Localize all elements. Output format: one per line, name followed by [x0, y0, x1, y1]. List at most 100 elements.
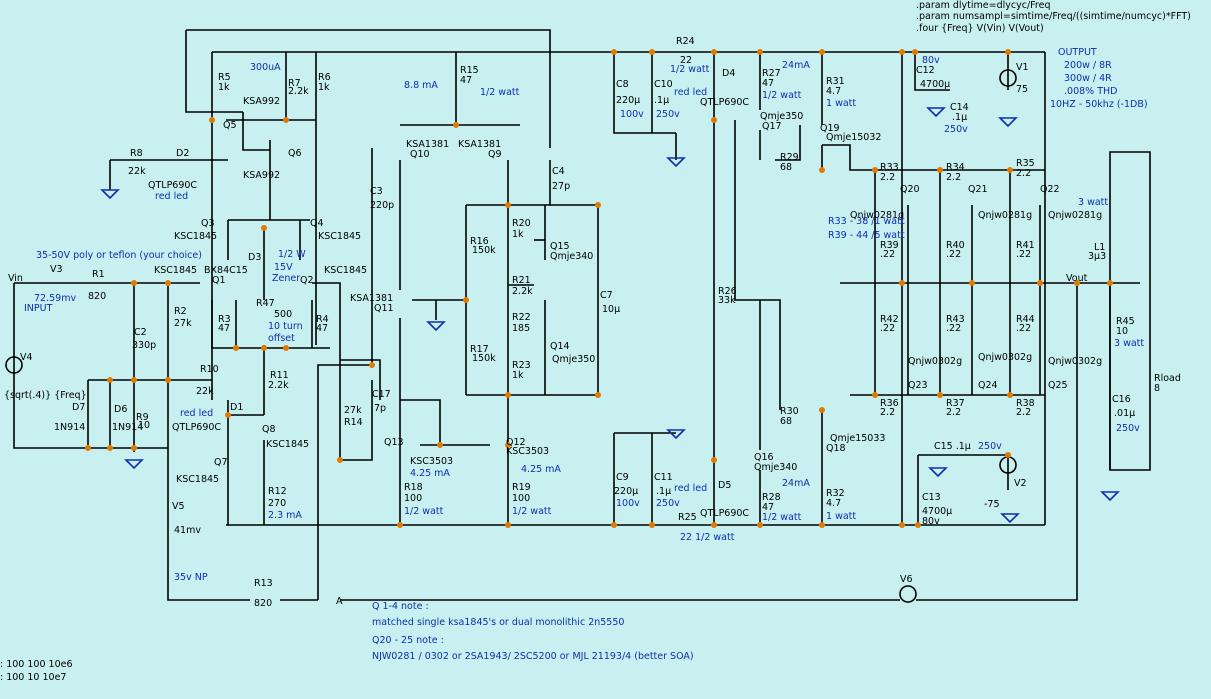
label-hw6: 1/2 watt	[762, 512, 802, 523]
label-qnjw2: Qnjw0281g	[978, 210, 1032, 221]
label-r14: R14	[344, 417, 363, 428]
label-r38: R38	[1016, 398, 1035, 409]
label-c3v: 220p	[370, 200, 394, 211]
label-r35v: 2.2	[1016, 168, 1031, 179]
label-hw5: 1/2 watt	[762, 90, 802, 101]
label-r12: R12	[268, 486, 287, 497]
label-c16v: .01µ	[1114, 408, 1135, 419]
label-rload: Rload	[1154, 373, 1181, 384]
label-r33v: 2.2	[880, 172, 895, 183]
label-r8v: 22k	[128, 166, 146, 177]
label-r1v: 820	[88, 291, 106, 302]
label-i23: 2.3 mA	[268, 510, 302, 521]
spec-line-3: .008% THD	[1064, 86, 1117, 97]
label-r34v: 2.2	[946, 172, 961, 183]
label-q3: Q3	[201, 218, 215, 229]
label-r44: R44	[1016, 314, 1035, 325]
label-c12c: 4700µ	[920, 79, 950, 90]
label-r34: R34	[946, 162, 965, 173]
label-r2: R2	[174, 306, 187, 317]
label-q16: Q16	[754, 452, 774, 463]
label-c7v: 10µ	[602, 304, 620, 315]
label-q24: Q24	[978, 380, 998, 391]
label-c14w: 250v	[944, 124, 968, 135]
label-d6v: 1N914	[112, 422, 143, 433]
corner-line-1: : 100 100 10e6	[0, 659, 73, 670]
label-np: 35v NP	[174, 572, 208, 583]
note-q20-title: Q20 - 25 note :	[372, 635, 444, 646]
label-r25: R25	[678, 512, 697, 523]
spec-line-1: 200w / 8R	[1064, 60, 1112, 71]
label-r31v: 4.7	[826, 86, 841, 97]
label-v2v: -75	[984, 499, 1000, 510]
label-c16w: 250v	[1116, 423, 1140, 434]
label-r25v: 22 1/2 watt	[680, 532, 735, 543]
label-r12v: 270	[268, 498, 286, 509]
label-r4v: 47	[316, 323, 328, 334]
label-q19v: Qmje15032	[826, 132, 881, 143]
wires	[13, 29, 1151, 601]
label-c11w: 250v	[656, 498, 680, 509]
label-q4: Q4	[310, 218, 324, 229]
label-r45v: 10	[1116, 326, 1128, 337]
label-r30v: 68	[780, 416, 792, 427]
label-r19v: 100	[512, 493, 530, 504]
label-i24a: 24mA	[782, 60, 810, 71]
label-r26: R26	[718, 286, 737, 297]
spec-line-4: 10HZ - 50khz (-1DB)	[1050, 99, 1148, 110]
junction-dots	[85, 49, 1113, 528]
label-r24v: 22	[680, 55, 692, 66]
label-q8: Q8	[262, 424, 276, 435]
label-r45: R45	[1116, 316, 1135, 327]
label-r2v: 27k	[174, 318, 192, 329]
label-r6: R6	[318, 72, 331, 83]
label-r13: R13	[254, 578, 273, 589]
label-c8: C8	[616, 79, 629, 90]
label-c10: C10	[654, 79, 673, 90]
label-vin: Vin	[8, 273, 23, 284]
label-r42: R42	[880, 314, 899, 325]
label-r41: R41	[1016, 240, 1035, 251]
label-hw2: 1/2 watt	[404, 506, 444, 517]
label-r16: R16	[470, 236, 489, 247]
label-r20: R20	[512, 218, 531, 229]
label-qnjw3: Qnjw0281g	[1048, 210, 1102, 221]
label-r23v: 1k	[512, 370, 524, 381]
label-v3: V3	[50, 264, 63, 275]
label-q18v: Qmje15033	[830, 433, 885, 444]
label-q23: Q23	[908, 380, 928, 391]
label-q16v: Qmje340	[754, 462, 797, 473]
label-ksa1381c: KSA1381	[350, 293, 393, 304]
label-d6: D6	[114, 404, 127, 415]
label-r23: R23	[512, 360, 531, 371]
label-r47n1: 10 turn	[268, 321, 303, 332]
label-d5v: QTLP690C	[700, 508, 749, 519]
label-d1c: red led	[180, 408, 213, 419]
spec-block: OUTPUT 200w / 8R 300w / 4R .008% THD 10H…	[1050, 47, 1148, 110]
label-v4: V4	[20, 352, 33, 363]
label-r26v: 33k	[718, 295, 736, 306]
label-q10: Q10	[410, 149, 430, 160]
label-c8w: 100v	[620, 109, 644, 120]
label-ksc1845d: KSC1845	[324, 265, 367, 276]
label-r21: R21	[512, 275, 531, 286]
label-r6v: 1k	[318, 82, 330, 93]
label-w250: 250v	[978, 441, 1002, 452]
label-r3v: 47	[218, 323, 230, 334]
label-c12: C12	[916, 65, 935, 76]
directives: .param dlytime=dlycyc/Freq .param numsam…	[916, 0, 1191, 34]
label-ksc1845e: KSC1845	[266, 439, 309, 450]
label-c11: C11	[654, 472, 673, 483]
label-v5v: 41mv	[174, 525, 201, 536]
label-qmje350b: Qmje350	[760, 111, 803, 122]
label-hw1: 1/2 watt	[480, 87, 520, 98]
label-ksa992a: KSA992	[243, 96, 280, 107]
label-v4v: {sqrt(.4)} {Freq}	[4, 390, 87, 401]
label-c13: C13	[922, 492, 941, 503]
label-r21v: 2.2k	[512, 286, 533, 297]
label-c7: C7	[600, 290, 613, 301]
label-c13w: 80v	[922, 516, 940, 527]
label-c14v: .1µ	[952, 112, 967, 123]
label-qnjw6: Qnjw0302g	[1048, 356, 1102, 367]
label-c9v: 220µ	[614, 486, 638, 497]
